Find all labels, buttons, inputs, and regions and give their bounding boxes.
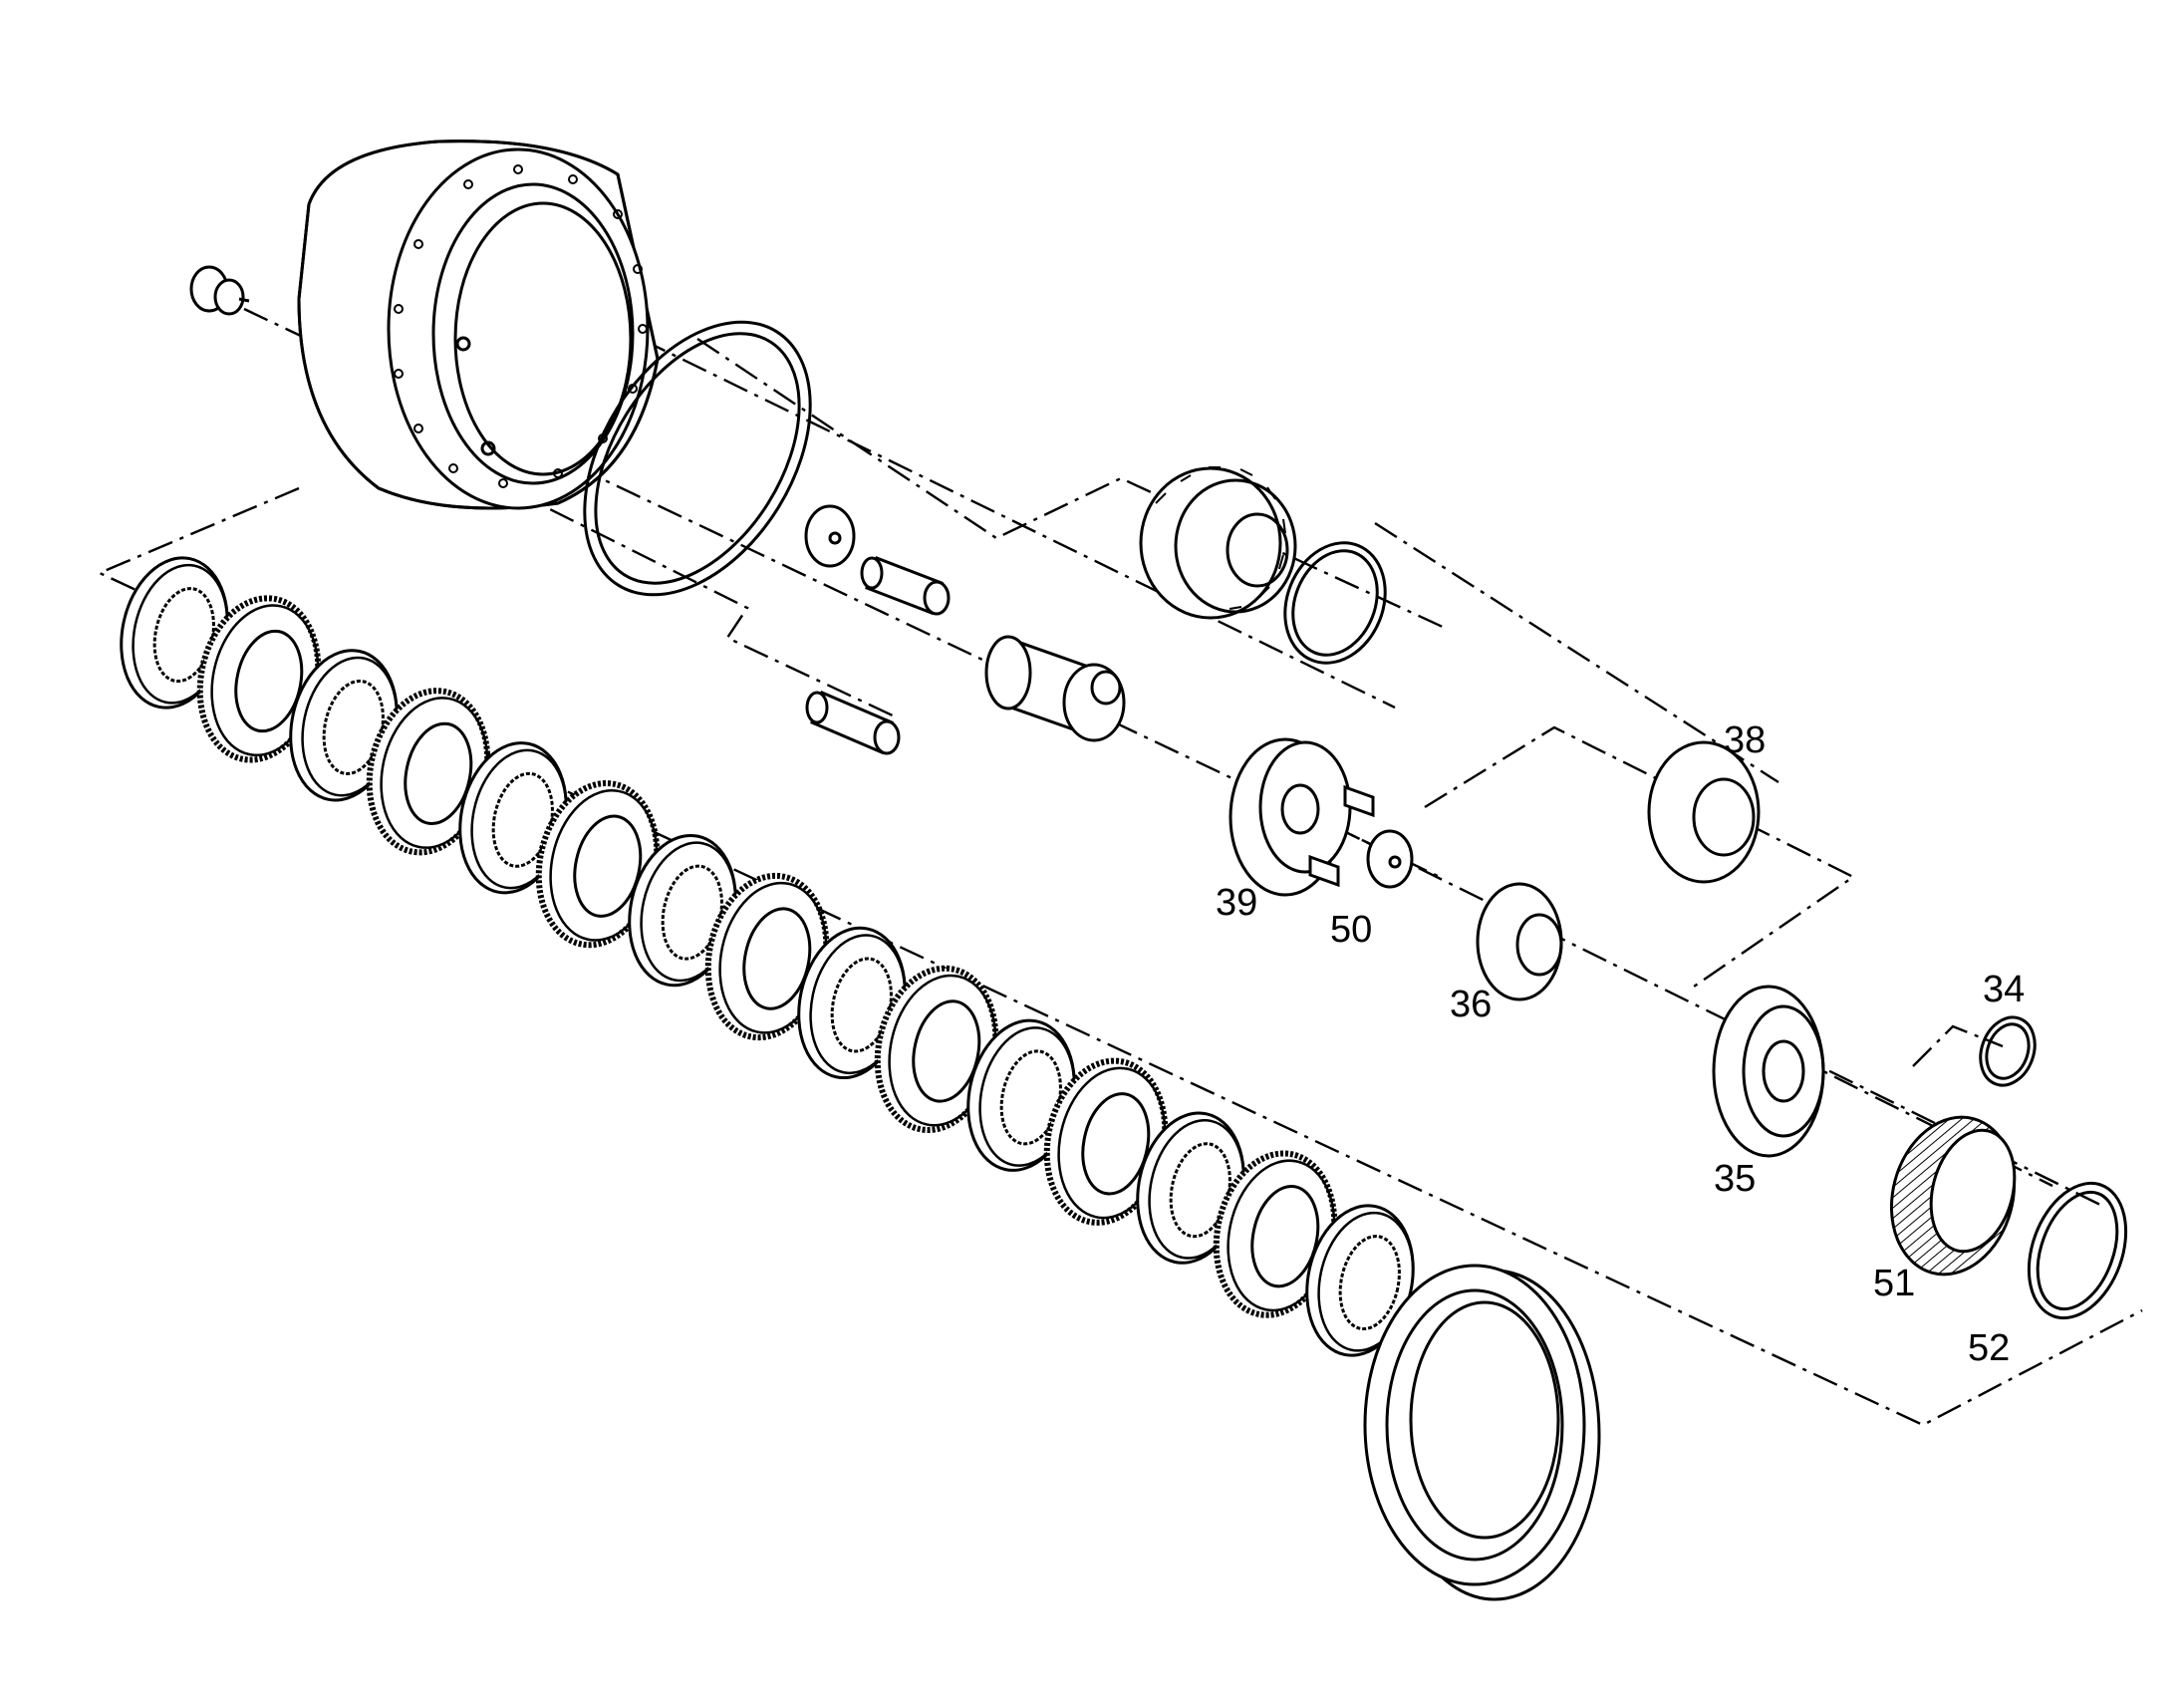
snap-ring-upper xyxy=(1283,541,1387,665)
planet-gear-38 xyxy=(1647,740,1761,884)
label-36: 36 xyxy=(1450,984,1492,1025)
steel-disc xyxy=(628,833,737,988)
end-cup xyxy=(1363,1264,1601,1601)
label-35: 35 xyxy=(1714,1158,1756,1200)
o-ring-large xyxy=(583,320,812,597)
snap-ring-34 xyxy=(1979,1015,2037,1087)
label-39: 39 xyxy=(1216,882,1257,924)
planet-pin-lower xyxy=(805,690,901,755)
planet-pin-upper xyxy=(860,556,951,616)
sun-gear xyxy=(984,635,1126,742)
circlip-52 xyxy=(2027,1181,2128,1320)
label-50: 50 xyxy=(1330,909,1372,951)
friction-disc xyxy=(874,965,999,1133)
label-52: 52 xyxy=(1968,1327,2010,1369)
planet-carrier xyxy=(1228,737,1375,897)
friction-disc xyxy=(1043,1057,1169,1226)
planet-gear-36 xyxy=(1476,882,1563,1001)
steel-disc xyxy=(1136,1111,1245,1265)
friction-disc xyxy=(535,780,661,949)
friction-disc xyxy=(366,688,491,856)
clutch-disc-stack xyxy=(120,556,1415,1357)
label-38: 38 xyxy=(1724,719,1766,761)
drain-plug xyxy=(189,265,250,316)
part-labels: 38 39 50 36 34 35 51 52 xyxy=(1216,719,2025,1369)
gear-housing xyxy=(297,140,660,510)
thrust-washer-50 xyxy=(1366,829,1414,889)
steel-disc xyxy=(1305,1204,1415,1357)
planet-gear-upper xyxy=(1139,466,1297,620)
needle-bearing-51 xyxy=(1889,1115,2017,1277)
label-34: 34 xyxy=(1983,969,2025,1010)
label-51: 51 xyxy=(1873,1263,1915,1304)
ring-gear-35 xyxy=(1712,985,1825,1158)
housing-bolt-holes xyxy=(394,164,648,488)
thrust-washer-top xyxy=(804,504,856,568)
